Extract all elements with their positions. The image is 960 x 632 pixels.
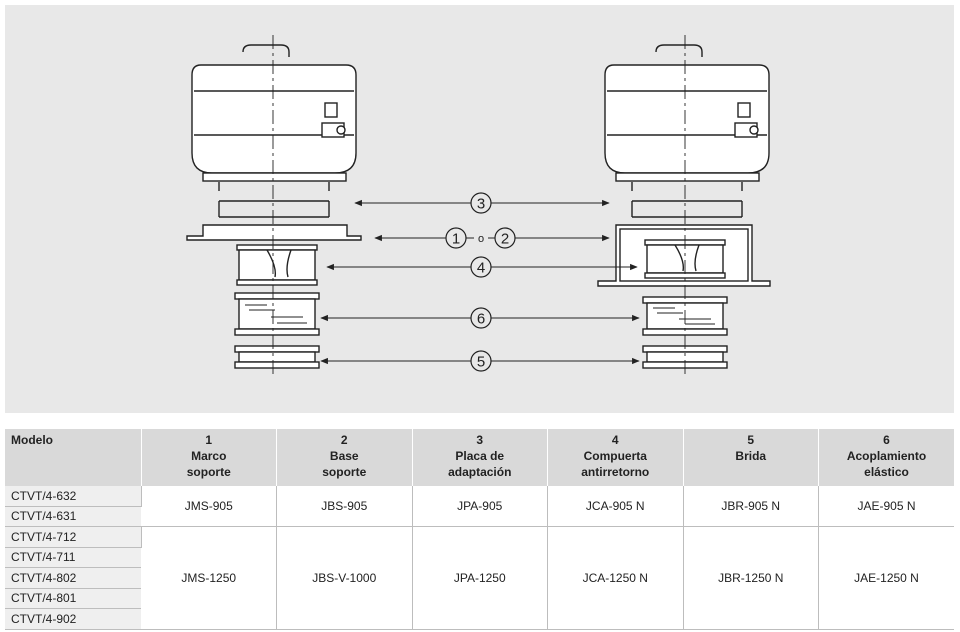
value-cell: JBS-905 [276, 486, 413, 527]
table-row: CTVT/4-712 JMS-1250 JBS-V-1000 JPA-1250 … [5, 526, 954, 630]
header-modelo: Modelo [5, 429, 142, 486]
svg-text:5: 5 [477, 354, 485, 371]
accessory-diagram: 3 1 o 2 4 6 5 [5, 5, 954, 413]
svg-text:1: 1 [452, 231, 460, 248]
callout-6: 6 [470, 307, 492, 329]
value-cell: JBR-1250 N [683, 526, 819, 630]
model-cell: CTVT/4-801 [5, 588, 141, 609]
value-cell: JBR-905 N [683, 486, 819, 527]
svg-text:6: 6 [477, 311, 485, 328]
table-row: CTVT/4-632 JMS-905 JBS-905 JPA-905 JCA-9… [5, 486, 954, 527]
value-cell: JAE-1250 N [818, 526, 954, 630]
table-row: CTVT/4-631 [5, 506, 954, 527]
value-cell: JCA-1250 N [547, 526, 684, 630]
table-row: CTVT/4-802 [5, 567, 954, 589]
value-cell: JPA-905 [412, 486, 548, 527]
table-row: CTVT/4-711 [5, 547, 954, 568]
callout-5: 5 [470, 350, 492, 372]
model-cell: CTVT/4-712 [5, 526, 142, 548]
model-cell: CTVT/4-711 [5, 547, 141, 568]
callout-4: 4 [470, 256, 492, 278]
svg-text:4: 4 [477, 260, 485, 277]
model-cell: CTVT/4-632 [5, 486, 142, 507]
or-word: o [474, 231, 488, 245]
value-cell: JMS-905 [141, 486, 277, 527]
callout-1: 1 [445, 227, 467, 249]
table-row: CTVT/4-801 [5, 588, 954, 609]
callout-2: 2 [494, 227, 516, 249]
model-cell: CTVT/4-802 [5, 567, 141, 589]
model-cell: CTVT/4-631 [5, 506, 141, 527]
value-cell: JCA-905 N [547, 486, 684, 527]
value-cell: JAE-905 N [818, 486, 954, 527]
value-cell: JBS-V-1000 [276, 526, 413, 630]
table-row: CTVT/4-902 [5, 608, 954, 630]
right-fan-assembly [597, 44, 771, 369]
value-cell: JMS-1250 [141, 526, 277, 630]
callout-3: 3 [470, 192, 492, 214]
svg-text:2: 2 [501, 231, 509, 248]
callout-arrows [320, 199, 640, 365]
svg-text:3: 3 [477, 196, 485, 213]
svg-text:o: o [478, 233, 484, 245]
left-fan-assembly [186, 44, 362, 369]
model-cell: CTVT/4-902 [5, 608, 141, 630]
value-cell: JPA-1250 [412, 526, 548, 630]
